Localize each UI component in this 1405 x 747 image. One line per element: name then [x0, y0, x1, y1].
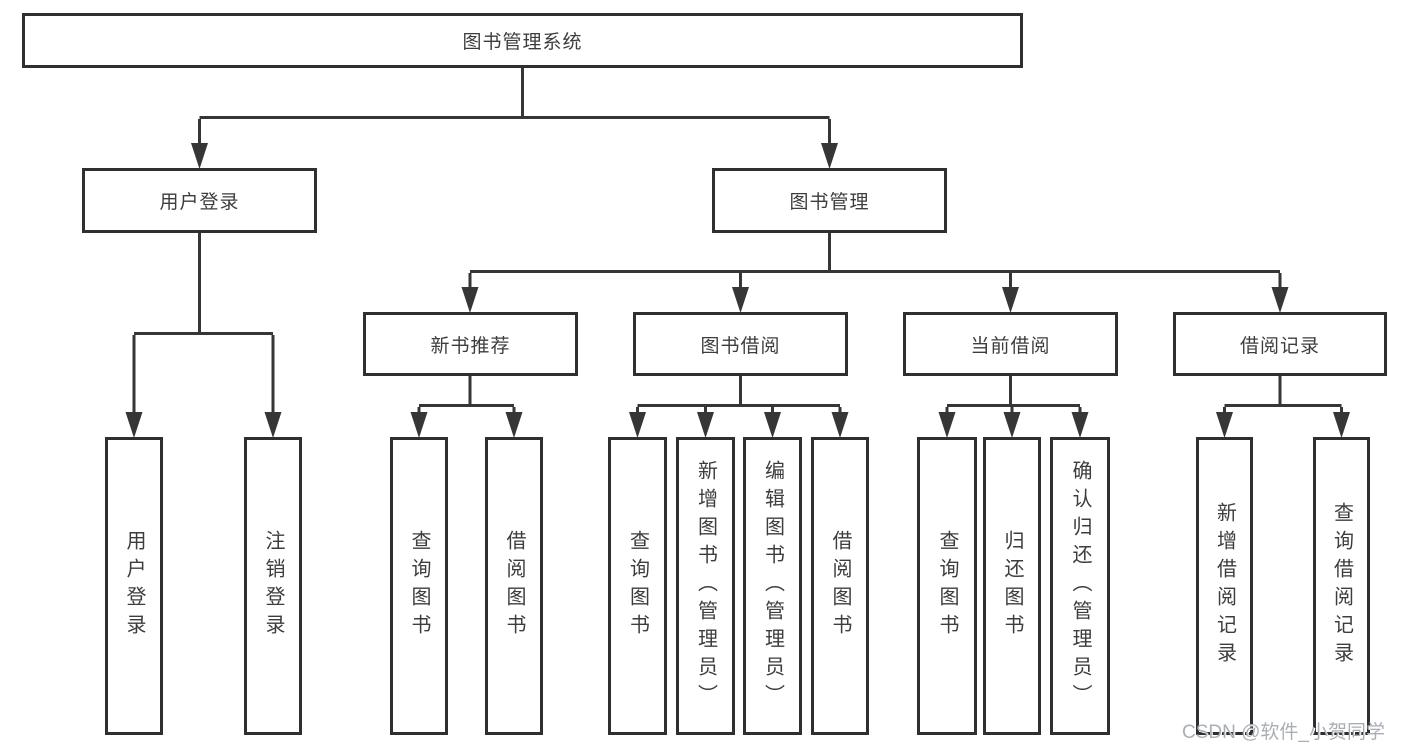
node-label: 查询图书 [936, 530, 958, 642]
leaf-query-books-current: 查询图书 [917, 437, 977, 735]
leaf-query-borrow-record: 查询借阅记录 [1313, 437, 1370, 735]
node-label: 查询借阅记录 [1330, 502, 1353, 670]
node-label: 新增图书（管理员） [694, 460, 717, 712]
node-borrow-record: 借阅记录 [1173, 312, 1387, 376]
node-user-login: 用户登录 [82, 168, 317, 233]
leaf-add-books-admin: 新增图书（管理员） [676, 437, 735, 735]
leaf-add-borrow-record: 新增借阅记录 [1196, 437, 1253, 735]
node-label: 确认归还（管理员） [1069, 460, 1091, 712]
leaf-edit-books-admin: 编辑图书（管理员） [743, 437, 802, 735]
arrowheads [125, 143, 1350, 438]
node-label: 当前借阅 [970, 335, 1051, 357]
node-label: 用户登录 [123, 530, 145, 642]
leaf-user-login: 用户登录 [105, 437, 163, 735]
node-label: 新书推荐 [430, 335, 511, 357]
node-label: 编辑图书（管理员） [761, 460, 784, 712]
node-current-borrow: 当前借阅 [903, 312, 1118, 376]
node-book-borrow: 图书借阅 [633, 312, 848, 376]
node-label: 查询图书 [626, 530, 649, 642]
node-label: 借阅图书 [503, 530, 525, 642]
node-label: 借阅记录 [1239, 335, 1320, 357]
csdn-watermark: CSDN @软件_小贺同学 [1182, 722, 1385, 743]
node-label: 查询图书 [408, 530, 430, 642]
node-label: 图书管理系统 [462, 32, 583, 53]
node-label: 图书管理 [789, 192, 870, 213]
node-label: 图书借阅 [700, 335, 781, 357]
leaf-logout: 注销登录 [244, 437, 302, 735]
node-label: 注销登录 [262, 530, 284, 642]
leaf-confirm-return-admin: 确认归还（管理员） [1050, 437, 1110, 735]
leaf-borrow-books-recommend: 借阅图书 [485, 437, 543, 735]
leaf-query-books-recommend: 查询图书 [390, 437, 448, 735]
node-label: 借阅图书 [829, 530, 851, 642]
node-label: 新增借阅记录 [1213, 502, 1236, 670]
leaf-return-books: 归还图书 [983, 437, 1041, 735]
node-new-book-recommend: 新书推荐 [363, 312, 578, 376]
node-label: 归还图书 [1001, 530, 1023, 642]
leaf-borrow-books: 借阅图书 [811, 437, 869, 735]
node-label: 用户登录 [159, 192, 240, 213]
node-library-management-system: 图书管理系统 [22, 13, 1023, 68]
node-book-management: 图书管理 [712, 168, 947, 233]
leaf-query-books-borrow: 查询图书 [608, 437, 667, 735]
